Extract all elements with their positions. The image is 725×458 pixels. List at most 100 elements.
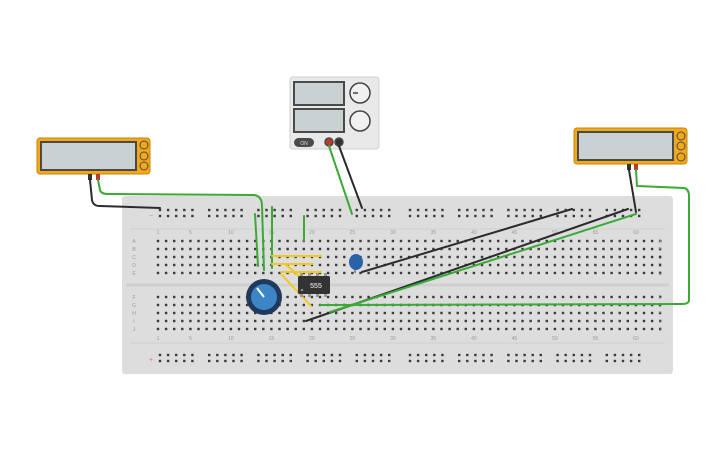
breadboard-hole[interactable] — [197, 255, 200, 259]
breadboard-hole[interactable] — [642, 271, 646, 275]
breadboard-hole[interactable] — [289, 208, 292, 212]
breadboard-hole[interactable] — [391, 263, 395, 267]
breadboard-hole[interactable] — [626, 319, 629, 323]
breadboard-hole[interactable] — [659, 247, 662, 251]
breadboard-hole[interactable] — [480, 247, 484, 251]
breadboard-hole[interactable] — [480, 319, 484, 323]
breadboard-hole[interactable] — [626, 263, 629, 267]
breadboard-hole[interactable] — [610, 319, 613, 323]
breadboard-hole[interactable] — [659, 239, 662, 243]
breadboard-hole[interactable] — [497, 239, 500, 243]
breadboard-hole[interactable] — [408, 359, 412, 363]
breadboard-hole[interactable] — [330, 359, 334, 363]
breadboard-hole[interactable] — [335, 319, 338, 323]
breadboard-hole[interactable] — [229, 247, 233, 251]
breadboard-hole[interactable] — [371, 359, 375, 363]
breadboard-hole[interactable] — [363, 353, 367, 357]
breadboard-hole[interactable] — [181, 247, 184, 251]
breadboard-hole[interactable] — [216, 214, 219, 218]
breadboard-hole[interactable] — [335, 295, 338, 299]
breadboard-hole[interactable] — [626, 255, 629, 259]
breadboard-hole[interactable] — [433, 353, 436, 357]
breadboard-hole[interactable] — [634, 311, 638, 315]
breadboard-hole[interactable] — [472, 255, 476, 259]
breadboard-hole[interactable] — [183, 353, 186, 357]
breadboard-hole[interactable] — [480, 255, 484, 259]
breadboard-hole[interactable] — [531, 208, 534, 212]
breadboard-hole[interactable] — [407, 239, 411, 243]
breadboard-hole[interactable] — [456, 239, 459, 243]
breadboard-hole[interactable] — [561, 239, 565, 243]
breadboard-hole[interactable] — [205, 247, 208, 251]
breadboard-hole[interactable] — [224, 208, 227, 212]
breadboard-hole[interactable] — [375, 327, 378, 331]
breadboard-hole[interactable] — [638, 208, 641, 212]
breadboard-hole[interactable] — [158, 214, 162, 218]
breadboard-hole[interactable] — [539, 359, 542, 363]
breadboard-hole[interactable] — [237, 271, 241, 275]
breadboard-hole[interactable] — [464, 255, 467, 259]
breadboard-hole[interactable] — [529, 255, 532, 259]
breadboard-hole[interactable] — [466, 359, 469, 363]
breadboard-hole[interactable] — [488, 247, 492, 251]
breadboard-hole[interactable] — [564, 353, 567, 357]
breadboard-hole[interactable] — [569, 247, 573, 251]
breadboard-hole[interactable] — [480, 239, 484, 243]
breadboard-hole[interactable] — [166, 214, 170, 218]
breadboard-hole[interactable] — [497, 295, 500, 299]
breadboard-hole[interactable] — [281, 208, 284, 212]
v-terminal-icon[interactable] — [676, 141, 686, 151]
breadboard-hole[interactable] — [205, 319, 208, 323]
breadboard-hole[interactable] — [326, 319, 330, 323]
breadboard-hole[interactable] — [189, 303, 192, 307]
breadboard-hole[interactable] — [399, 247, 403, 251]
breadboard-hole[interactable] — [642, 255, 646, 259]
breadboard-hole[interactable] — [425, 214, 428, 218]
breadboard-hole[interactable] — [302, 247, 305, 251]
breadboard-hole[interactable] — [416, 271, 419, 275]
breadboard-hole[interactable] — [594, 263, 597, 267]
breadboard-hole[interactable] — [424, 239, 427, 243]
breadboard-hole[interactable] — [569, 263, 573, 267]
breadboard-hole[interactable] — [488, 319, 492, 323]
breadboard-hole[interactable] — [513, 271, 516, 275]
breadboard-hole[interactable] — [432, 247, 435, 251]
breadboard-hole[interactable] — [338, 353, 342, 357]
breadboard-hole[interactable] — [156, 255, 160, 259]
breadboard-hole[interactable] — [556, 214, 559, 218]
breadboard-hole[interactable] — [216, 353, 219, 357]
breadboard-hole[interactable] — [270, 319, 273, 323]
breadboard-hole[interactable] — [237, 303, 241, 307]
breadboard-hole[interactable] — [523, 214, 526, 218]
breadboard-hole[interactable] — [391, 247, 395, 251]
breadboard-hole[interactable] — [326, 295, 330, 299]
breadboard-hole[interactable] — [416, 247, 419, 251]
breadboard-hole[interactable] — [166, 353, 170, 357]
breadboard-hole[interactable] — [626, 327, 629, 331]
breadboard-hole[interactable] — [205, 303, 208, 307]
breadboard-hole[interactable] — [497, 327, 500, 331]
breadboard-hole[interactable] — [221, 263, 224, 267]
breadboard-hole[interactable] — [245, 311, 249, 315]
breadboard-hole[interactable] — [440, 327, 443, 331]
breadboard-hole[interactable] — [497, 271, 500, 275]
breadboard-hole[interactable] — [539, 353, 542, 357]
breadboard-hole[interactable] — [335, 311, 338, 315]
breadboard-hole[interactable] — [521, 271, 524, 275]
breadboard-hole[interactable] — [363, 214, 367, 218]
breadboard-hole[interactable] — [158, 208, 162, 212]
breadboard-hole[interactable] — [289, 214, 292, 218]
breadboard-hole[interactable] — [586, 271, 589, 275]
breadboard-hole[interactable] — [156, 247, 160, 251]
breadboard-hole[interactable] — [294, 311, 297, 315]
breadboard-hole[interactable] — [472, 319, 476, 323]
probe-black-right[interactable] — [627, 164, 631, 170]
breadboard-hole[interactable] — [521, 255, 524, 259]
breadboard-hole[interactable] — [586, 247, 589, 251]
breadboard-hole[interactable] — [294, 303, 297, 307]
breadboard-hole[interactable] — [578, 327, 581, 331]
breadboard-hole[interactable] — [257, 359, 260, 363]
breadboard-hole[interactable] — [156, 327, 160, 331]
breadboard-hole[interactable] — [515, 208, 518, 212]
breadboard-hole[interactable] — [306, 353, 309, 357]
